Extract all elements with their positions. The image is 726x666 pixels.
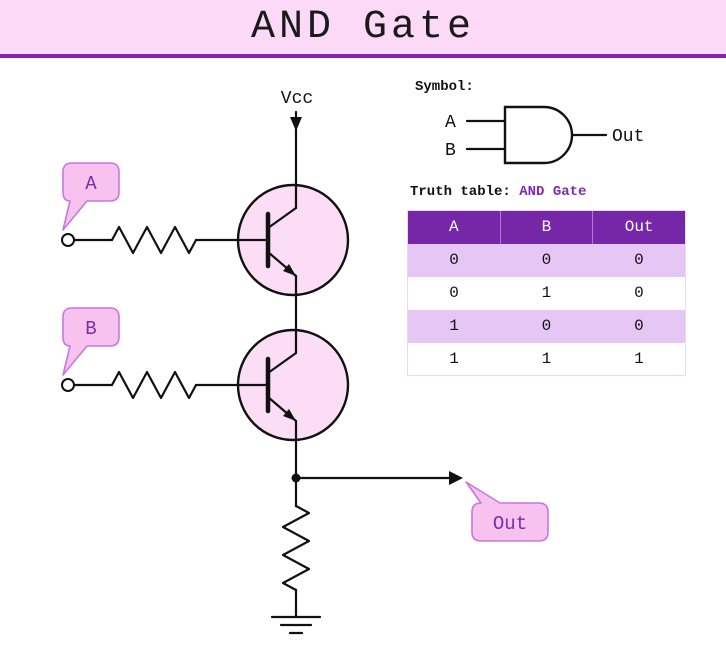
vcc-arrow-icon bbox=[290, 117, 302, 131]
truth-cell: 1 bbox=[634, 349, 644, 368]
transistor-q1 bbox=[236, 206, 298, 278]
resistor-b bbox=[110, 370, 198, 400]
input-b-terminal bbox=[61, 378, 75, 392]
symbol-output-label: Out bbox=[612, 127, 644, 147]
vcc-label: Vcc bbox=[281, 89, 313, 109]
truth-table-heading: Truth table: AND Gate bbox=[410, 184, 586, 200]
truth-row: 1 0 0 bbox=[407, 309, 686, 343]
truth-cell: 0 bbox=[634, 251, 644, 269]
output-arrow-icon bbox=[449, 471, 463, 485]
truth-row: 1 1 1 bbox=[407, 342, 686, 376]
input-b-branch: B bbox=[61, 307, 240, 400]
truth-cell: 0 bbox=[634, 284, 644, 302]
truth-cell: 1 bbox=[541, 349, 552, 368]
truth-cell: 0 bbox=[449, 284, 459, 302]
truth-cell: 0 bbox=[634, 317, 644, 335]
input-a-callout bbox=[62, 162, 120, 231]
input-a-branch: A bbox=[61, 162, 240, 255]
truth-cell: 1 bbox=[449, 317, 459, 335]
and-gate-symbol: A B Out bbox=[445, 105, 644, 165]
q1-collector-wire bbox=[266, 206, 298, 230]
output-callout bbox=[465, 481, 549, 542]
input-a-terminal bbox=[61, 233, 75, 247]
transistor-q2 bbox=[236, 351, 298, 423]
symbol-input-a-label: A bbox=[445, 113, 456, 133]
and-gate-shape bbox=[503, 105, 574, 165]
truth-header-a: A bbox=[407, 210, 501, 244]
truth-row: 0 1 0 bbox=[407, 276, 686, 310]
truth-cell: 1 bbox=[449, 349, 459, 368]
truth-header-out: Out bbox=[592, 210, 686, 244]
input-a-label: A bbox=[85, 173, 97, 195]
output-branch: Out bbox=[291, 471, 549, 542]
page-title: AND Gate bbox=[250, 4, 476, 50]
truth-cell: 0 bbox=[541, 251, 552, 269]
input-b-callout bbox=[62, 307, 120, 376]
truth-table: A B Out 0 0 0 0 1 0 1 0 0 1 1 1 bbox=[407, 210, 686, 376]
q2-collector-wire bbox=[266, 351, 298, 375]
resistor-out bbox=[281, 504, 311, 592]
q2-emitter-arrow-icon bbox=[283, 409, 296, 421]
resistor-a bbox=[110, 225, 198, 255]
truth-header-b: B bbox=[499, 210, 593, 244]
symbol-input-b-label: B bbox=[445, 141, 456, 161]
q1-emitter-arrow-icon bbox=[283, 264, 296, 276]
ground-branch bbox=[270, 476, 322, 635]
symbol-heading: Symbol: bbox=[415, 79, 474, 95]
ground-icon bbox=[270, 615, 322, 635]
truth-table-gate-name: AND Gate bbox=[519, 184, 587, 200]
truth-cell: 0 bbox=[449, 251, 459, 269]
title-banner: AND Gate bbox=[0, 0, 726, 58]
truth-row: 0 0 0 bbox=[407, 243, 686, 277]
truth-cell: 0 bbox=[541, 317, 552, 335]
input-b-label: B bbox=[85, 318, 96, 340]
truth-cell: 1 bbox=[541, 284, 552, 302]
output-label: Out bbox=[493, 513, 527, 535]
truth-table-header-row: A B Out bbox=[407, 210, 686, 244]
truth-table-heading-text: Truth table: bbox=[410, 184, 511, 200]
